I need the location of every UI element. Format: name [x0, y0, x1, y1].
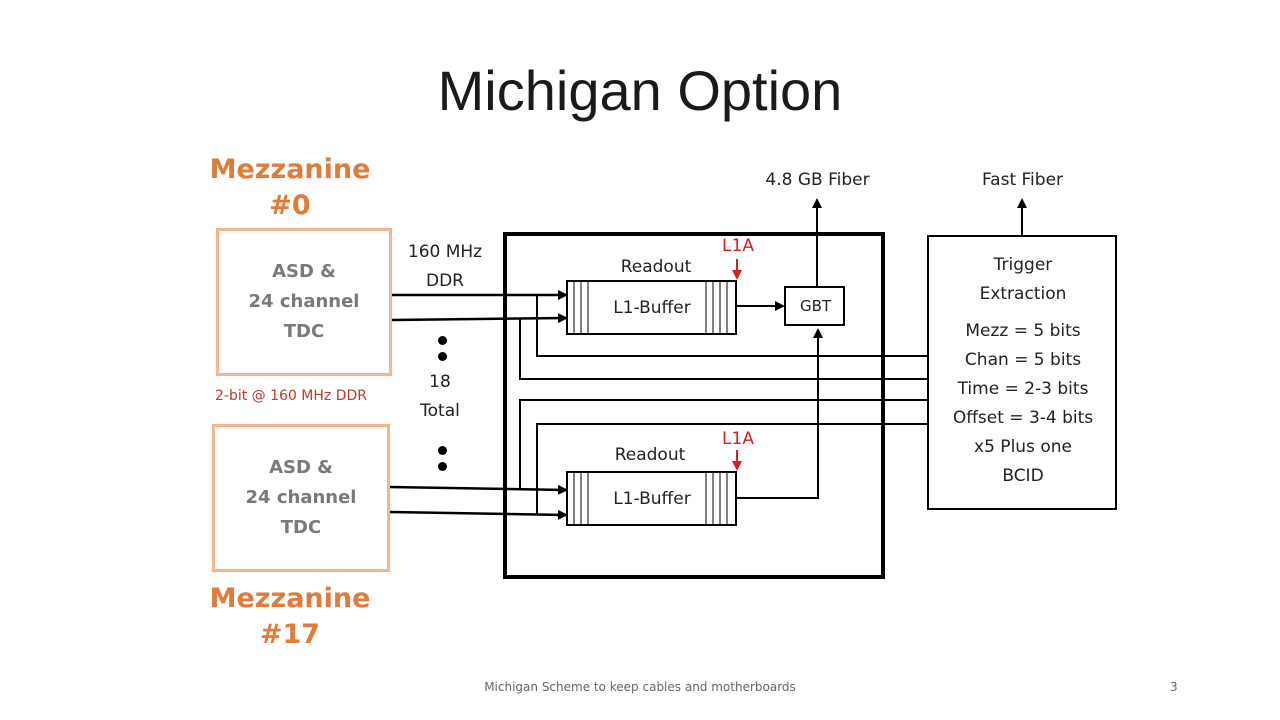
mezzanine-bottom-label-line1: Mezzanine: [209, 583, 371, 614]
l1a-bottom-label: L1A: [722, 429, 754, 449]
mezzanine-top-box-line1: ASD &: [272, 261, 336, 282]
clock-label: 160 MHz DDR: [390, 238, 500, 296]
trigger-line4: Chan = 5 bits: [964, 350, 1082, 370]
ellipsis-dot-1: [438, 336, 447, 345]
trigger-line2: Extraction: [979, 284, 1067, 304]
mezzanine-top-box-line3: TDC: [283, 321, 325, 342]
l1-buffer-top-label: L1-Buffer: [613, 298, 691, 318]
mezzanine-top-box: ASD & 24 channel TDC: [216, 228, 392, 376]
trigger-line3: Mezz = 5 bits: [965, 321, 1081, 341]
trigger-line1: Trigger: [993, 255, 1053, 275]
page-number: 3: [1170, 680, 1178, 694]
page-title: Michigan Option: [437, 59, 843, 122]
main-board: [503, 232, 885, 579]
trigger-line5: Time = 2-3 bits: [957, 379, 1089, 399]
clock-label-line1: 160 MHz: [407, 242, 483, 262]
fiber-gb-label: 4.8 GB Fiber: [765, 170, 870, 190]
trigger-text: Trigger Extraction Mezz = 5 bits Chan = …: [930, 251, 1116, 491]
trigger-line6: Offset = 3-4 bits: [952, 408, 1094, 428]
mezzanine-bottom-label: Mezzanine #17: [200, 581, 380, 653]
total-label: 18 Total: [400, 368, 480, 426]
fiber-fast-label: Fast Fiber: [981, 170, 1064, 190]
ellipsis-dot-4: [438, 462, 447, 471]
mezzanine-top-box-line2: 24 channel: [248, 291, 360, 312]
mezzanine-top-label-line2: #0: [269, 190, 311, 221]
l1-buffer-bottom-shape: [566, 471, 737, 526]
l1-buffer-bottom-label: L1-Buffer: [613, 489, 691, 509]
mezzanine-bottom-box-line3: TDC: [280, 517, 322, 538]
trigger-line7: x5 Plus one: [974, 437, 1072, 457]
readout-top-label: Readout: [620, 257, 692, 277]
ellipsis-dot-2: [438, 352, 447, 361]
mezzanine-bottom-box: ASD & 24 channel TDC: [212, 424, 390, 572]
clock-label-line2: DDR: [426, 271, 464, 291]
l1-buffer-top-shape: [566, 280, 737, 335]
footer-text: Michigan Scheme to keep cables and mothe…: [484, 680, 796, 694]
readout-bottom-label: Readout: [614, 445, 686, 465]
bitrate-note: 2-bit @ 160 MHz DDR: [215, 388, 367, 404]
mezzanine-top-label: Mezzanine #0: [200, 152, 380, 224]
mezzanine-top-label-line1: Mezzanine: [209, 154, 371, 185]
mezzanine-bottom-box-line2: 24 channel: [245, 487, 357, 508]
mezzanine-bottom-box-line1: ASD &: [269, 457, 333, 478]
trigger-line8: BCID: [1002, 466, 1044, 486]
l1a-top-label: L1A: [722, 236, 754, 256]
total-label-line1: 18: [429, 372, 451, 392]
gbt-label: GBT: [799, 297, 832, 315]
gbt-box: [784, 286, 845, 326]
total-label-line2: Total: [420, 401, 460, 421]
ellipsis-dot-3: [438, 446, 447, 455]
mezzanine-bottom-label-line2: #17: [259, 619, 321, 650]
